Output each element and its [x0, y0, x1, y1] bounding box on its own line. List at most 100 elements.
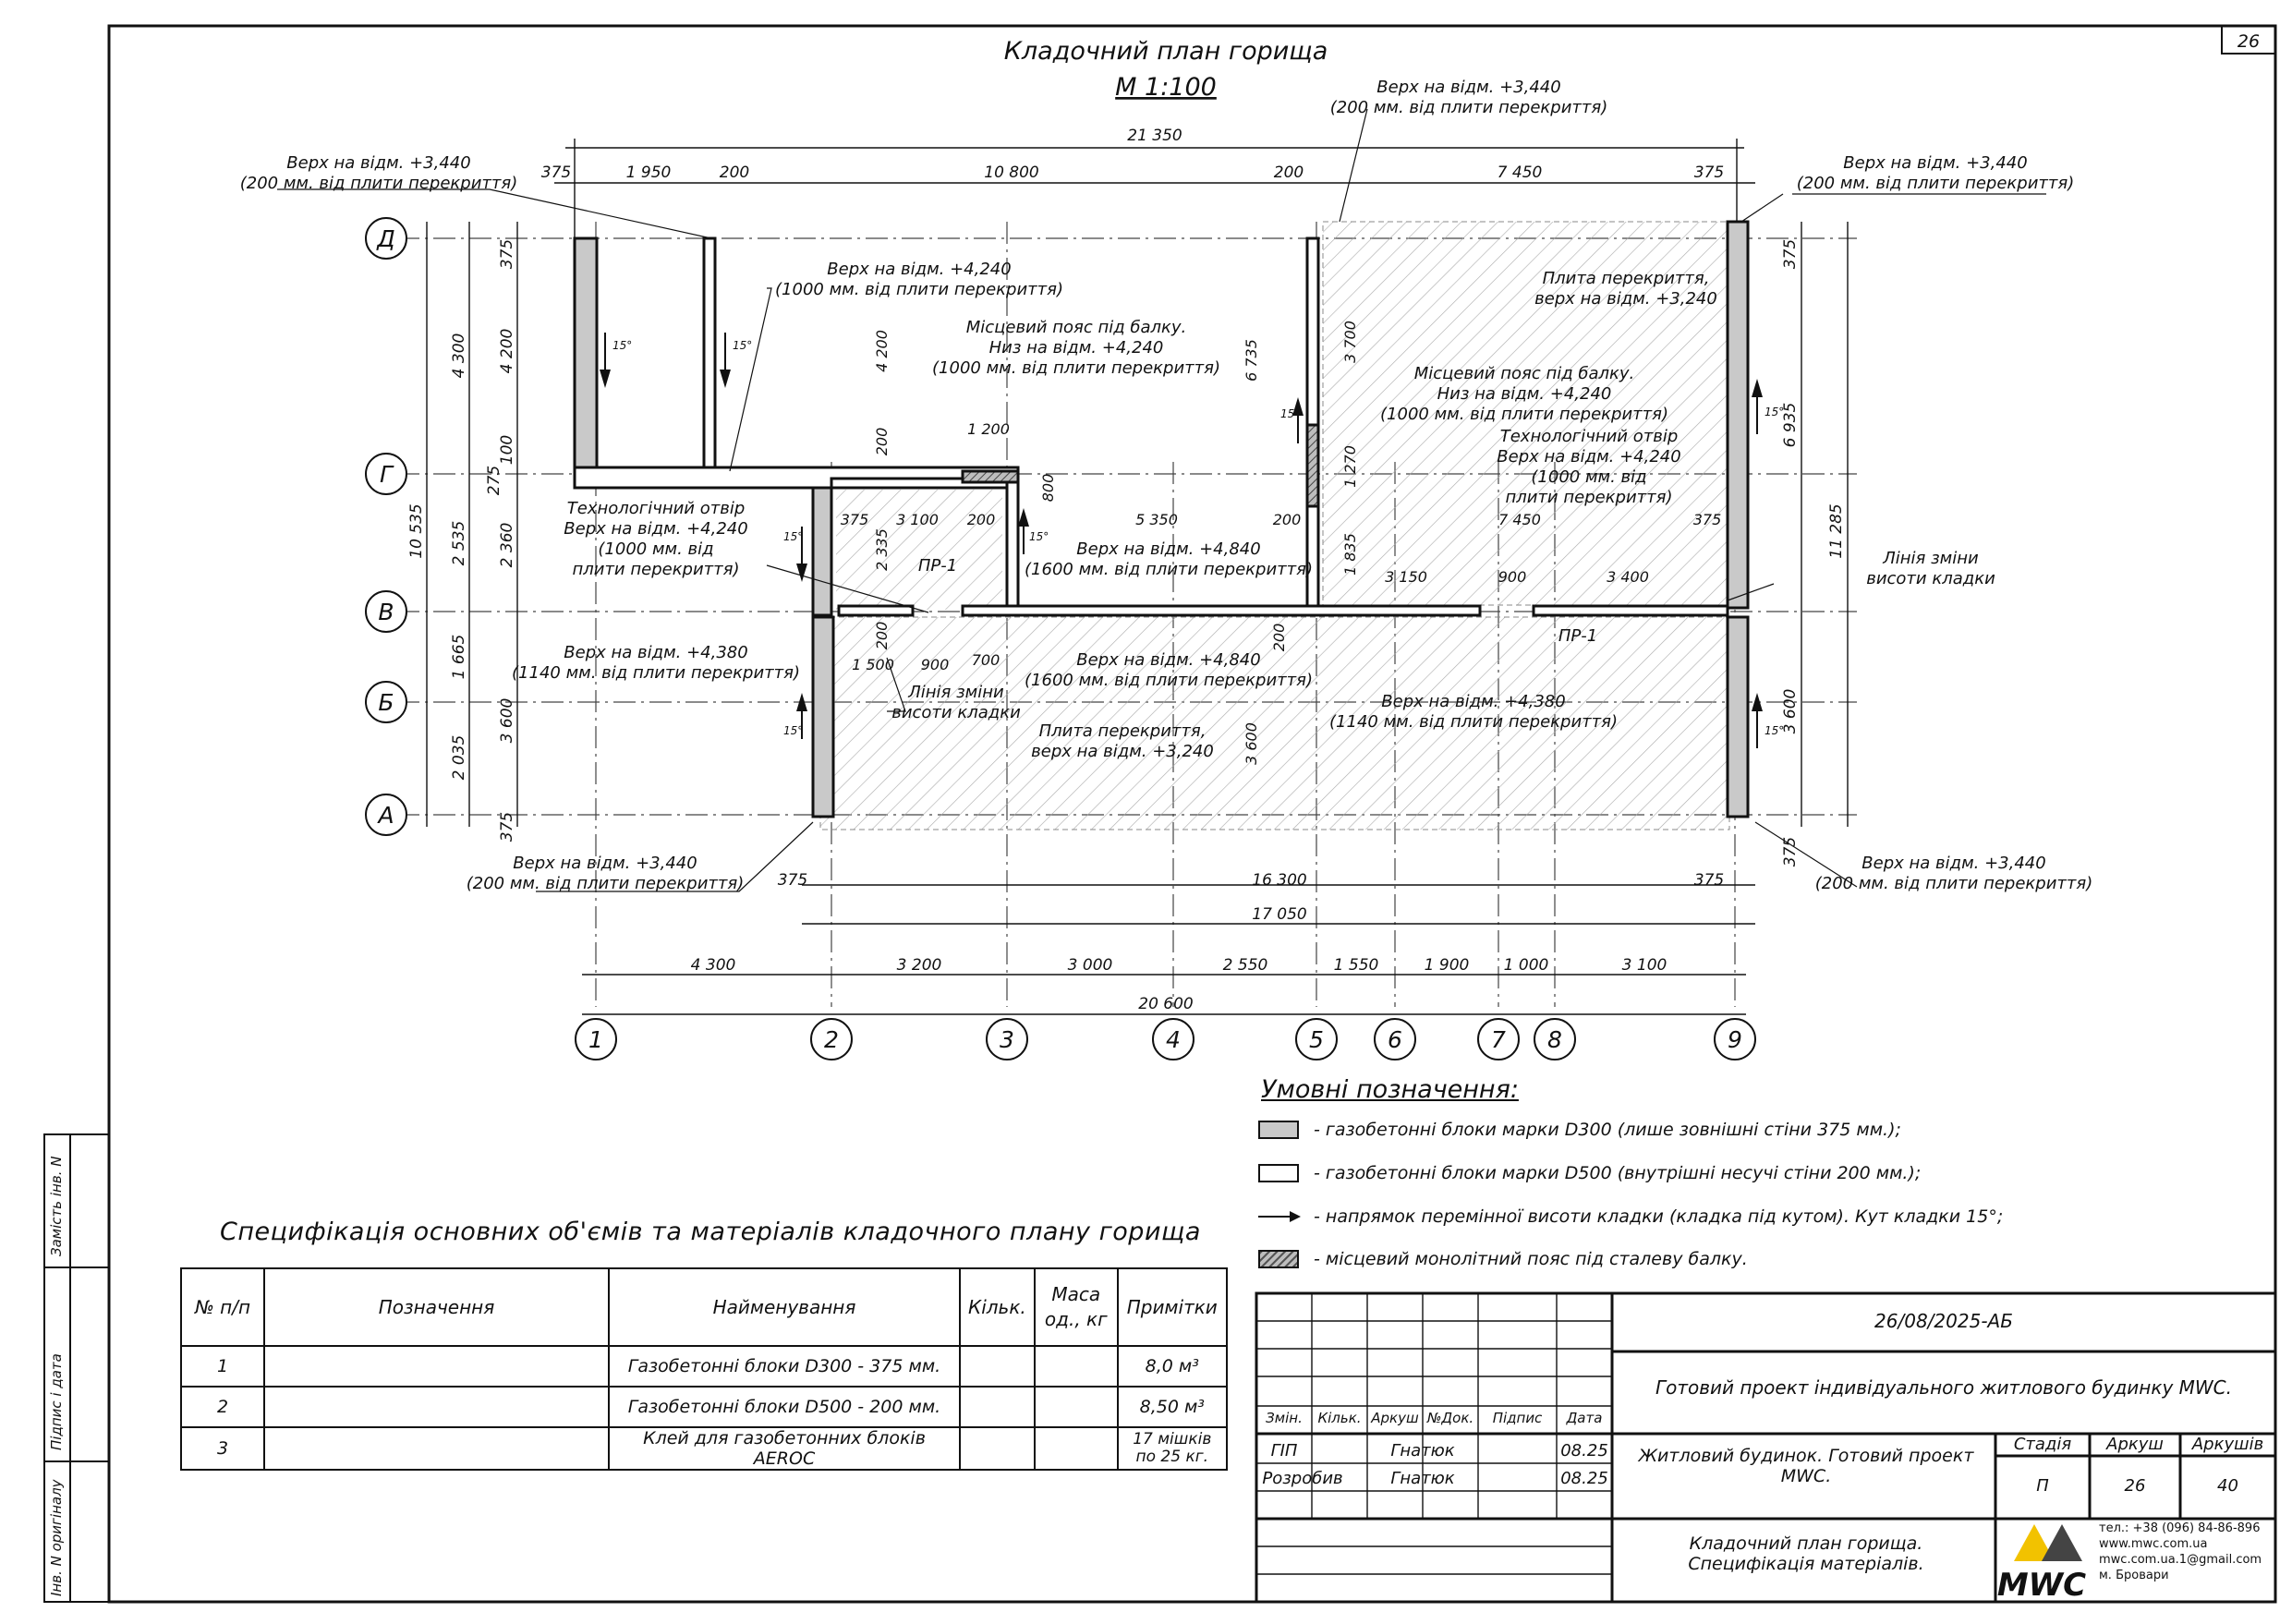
dim-left: 4 300	[450, 333, 468, 379]
dim-left-mid: 375	[498, 812, 516, 842]
dim-top: 1 950	[626, 164, 672, 182]
note-bottom-3440-b: Верх на відм. +3,440(200 мм. від плити п…	[1815, 854, 2093, 893]
legend-text: - газобетонні блоки марки D300 (лише зов…	[1314, 1120, 1901, 1140]
slope-arrows	[600, 333, 1763, 748]
wall-d300-left	[573, 236, 599, 469]
dim-inner: 3 700	[1341, 321, 1359, 363]
dim-inner: 2 335	[873, 528, 891, 571]
spec-cell: 2	[180, 1386, 265, 1428]
tb-gip-role: ГІП	[1270, 1441, 1298, 1460]
legend-item-belt: - місцевий монолітний пояс під сталеву б…	[1258, 1245, 1748, 1273]
dim-left-total: 10 535	[407, 503, 426, 558]
dim-bottom: 16 300	[1252, 871, 1306, 890]
titleblock-grid	[1256, 1293, 1612, 1575]
dim-bottom: 375	[1694, 871, 1724, 890]
axis-label: Г	[380, 461, 394, 488]
dim-top: 375	[1694, 164, 1724, 182]
axis-number-labels: 1 2 3 4 5 6 7 8 9	[588, 1026, 1742, 1053]
tb-sheet: 26	[2124, 1476, 2146, 1496]
logo-text: MWC	[1997, 1567, 2086, 1604]
axis-label: Д	[376, 225, 395, 252]
wall-d300-2up	[811, 486, 833, 617]
tb-col: №Док.	[1426, 1410, 1474, 1426]
belt-right	[1305, 423, 1320, 508]
axis-label: 1	[588, 1026, 603, 1053]
dim-inner: 1 270	[1341, 445, 1359, 488]
dim-inner: 3 150	[1385, 568, 1427, 586]
spec-cell: 8,50 м³	[1116, 1386, 1228, 1428]
spec-cell: 3	[180, 1426, 265, 1471]
bottom-dimension-lines	[582, 884, 1755, 1015]
plan-title: Кладочний план горища	[1004, 37, 1328, 66]
annotations: Верх на відм. +3,440(200 мм. від плити п…	[240, 78, 2093, 893]
mwc-logo: MWC	[1997, 1524, 2086, 1604]
wall-d500-3	[1005, 469, 1020, 612]
spec-col-header: № п/п	[180, 1267, 265, 1347]
dim-inner: 3 600	[1243, 722, 1260, 765]
dim-axis: 1 550	[1334, 956, 1379, 975]
dim-inner: 375	[1693, 511, 1722, 528]
axis-label: 6	[1388, 1026, 1402, 1053]
spec-cell: Клей для газобетонних блоків AEROC	[608, 1426, 961, 1471]
tb-col: Змін.	[1266, 1410, 1303, 1426]
axis-label: 8	[1547, 1026, 1562, 1053]
dim-top: 10 800	[984, 164, 1038, 182]
slope-label: 15°	[1764, 724, 1784, 737]
spec-header-row: № п/п Позначення Найменування Кільк. Мас…	[180, 1267, 1228, 1347]
wall-d300-9up	[1726, 220, 1750, 610]
note-pr1-b: ПР-1	[1558, 626, 1597, 646]
slab-left-room	[836, 490, 1002, 610]
spec-cell	[1033, 1426, 1119, 1471]
note-top-3440-a: Верх на відм. +3,440(200 мм. від плити п…	[240, 153, 518, 193]
dim-bottom-total: 17 050	[1252, 905, 1306, 924]
tb-building: Житловий будинок. Готовий проект MWC.	[1638, 1446, 1974, 1486]
dim-right: 375	[1781, 239, 1800, 269]
tb-col: Кільк.	[1317, 1410, 1362, 1426]
slab-right	[1322, 221, 1730, 606]
note-4380-b: Верх на відм. +4,380(1140 мм. від плити …	[1329, 692, 1618, 732]
stamp-sign-date: Підпис і дата	[48, 1353, 65, 1450]
top-dimension-lines	[554, 139, 1755, 238]
dim-inner: 5 350	[1135, 511, 1178, 528]
dim-inner: 900	[921, 656, 950, 673]
legend-item-slope: - напрямок перемінної висоти кладки (кла…	[1258, 1203, 2003, 1230]
spec-col-header: Примітки	[1116, 1267, 1228, 1347]
axis-label: 4	[1166, 1026, 1181, 1053]
left-dimensions: 10 535 4 300 2 535 1 665 2 035 375 4 200…	[407, 239, 516, 842]
tb-code: 26/08/2025-АБ	[1874, 1310, 2013, 1332]
note-4840-b: Верх на відм. +4,840(1600 мм. від плити …	[1025, 650, 1313, 690]
dim-left: 2 035	[450, 735, 468, 781]
note-pr1-a: ПР-1	[918, 556, 957, 576]
sheet-frame	[107, 24, 2277, 1604]
dim-inner: 200	[1270, 624, 1288, 652]
axis-letter-labels: Д Г В Б А	[376, 225, 395, 829]
contact-city: м. Бровари	[2099, 1569, 2169, 1582]
legend-text: - місцевий монолітний пояс під сталеву б…	[1314, 1249, 1748, 1269]
dim-inner: 800	[1039, 474, 1057, 503]
dim-top: 200	[1274, 164, 1304, 182]
note-slab-right: Плита перекриття,верх на відм. +3,240	[1534, 269, 1717, 309]
axis-bubbles-letters	[365, 217, 407, 836]
contact-site: www.mwc.com.ua	[2099, 1537, 2208, 1551]
legend-item-d500: - газобетонні блоки марки D500 (внутрішн…	[1258, 1159, 1921, 1187]
side-stamp	[43, 1133, 110, 1603]
dim-axis: 3 200	[897, 956, 942, 975]
swatch-white	[1258, 1164, 1299, 1182]
dim-inner: 1 835	[1341, 533, 1359, 576]
dim-axis: 1 000	[1504, 956, 1549, 975]
slab-bottom	[819, 616, 1730, 830]
dim-bottom: 375	[778, 871, 807, 890]
spec-cell: 8,0 м³	[1116, 1345, 1228, 1388]
spec-cell	[959, 1345, 1036, 1388]
dim-axis-total: 20 600	[1138, 995, 1193, 1013]
note-slab-bottom: Плита перекриття,верх на відм. +3,240	[1031, 721, 1214, 761]
note-top-4240: Верх на відм. +4,240(1000 мм. від плити …	[775, 260, 1063, 299]
tb-project: Готовий проект індивідуального житлового…	[1655, 1376, 2233, 1399]
dim-left-mid: 4 200	[498, 329, 516, 374]
spec-cell: 17 мішків по 25 кг.	[1116, 1426, 1228, 1471]
dim-left-mid: 2 360	[498, 523, 516, 568]
